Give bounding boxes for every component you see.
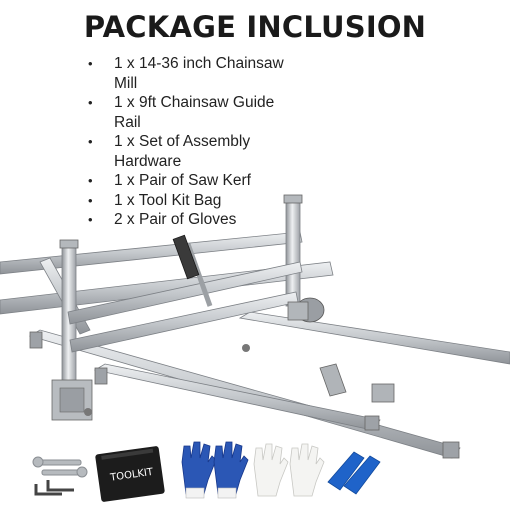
saw-kerf-icon xyxy=(327,451,381,495)
item-text: 1 x Tool Kit Bag xyxy=(114,191,222,209)
bullet: • xyxy=(88,173,93,188)
list-item: • 1 x 14-36 inch Chainsaw Mill xyxy=(88,54,284,93)
package-list: • 1 x 14-36 inch Chainsaw Mill • 1 x 9ft C… xyxy=(88,54,284,230)
list-item: • 1 x 9ft Chainsaw Guide Rail xyxy=(88,93,284,132)
glove-white-icon xyxy=(289,443,325,497)
rail-end-cap xyxy=(364,415,380,431)
mill-handle xyxy=(172,234,213,307)
rail-bracket-block xyxy=(371,383,395,403)
bullet: • xyxy=(88,134,93,149)
rail-end-cap xyxy=(94,367,108,385)
glove-blue-icon xyxy=(181,441,217,499)
item-text: 2 x Pair of Gloves xyxy=(114,211,237,228)
rail-end-cap xyxy=(29,331,43,349)
item-text: 1 x 9ft Chainsaw Guide Rail xyxy=(114,94,275,131)
bullet: • xyxy=(88,95,93,110)
post-cap xyxy=(59,239,79,249)
guide-rail-lower xyxy=(93,363,381,431)
rail-end-cap xyxy=(442,441,460,459)
glove-blue-icon xyxy=(213,441,249,499)
mill-clamp-left-inner xyxy=(59,387,85,413)
guide-rail-right xyxy=(238,311,510,365)
mill-post-right xyxy=(285,197,301,307)
hex-key-icon xyxy=(34,480,74,496)
chainsaw-mill xyxy=(0,194,510,459)
rail-bracket xyxy=(319,363,347,397)
list-item: • 1 x Tool Kit Bag xyxy=(88,191,284,211)
bolt xyxy=(242,344,250,352)
bolt xyxy=(84,408,92,416)
list-item: • 1 x Pair of Saw Kerf xyxy=(88,171,284,191)
post-cap xyxy=(283,194,303,204)
list-item: • 2 x Pair of Gloves xyxy=(88,210,284,230)
mill-beam-top xyxy=(67,261,303,325)
wrench-icon xyxy=(32,456,88,478)
toolkit-bag xyxy=(95,446,165,502)
mill-clamp-block xyxy=(287,301,309,321)
bullet: • xyxy=(88,56,93,71)
page-title: PACKAGE INCLUSION xyxy=(83,10,427,44)
list-item: • 1 x Set of Assembly Hardware xyxy=(88,132,284,171)
glove-white-icon xyxy=(253,443,289,497)
bullet: • xyxy=(88,192,93,208)
item-text: 1 x Pair of Saw Kerf xyxy=(114,172,251,189)
bullet: • xyxy=(88,212,93,227)
item-text: 1 x Set of Assembly Hardware xyxy=(114,133,251,170)
item-text: 1 x 14-36 inch Chainsaw Mill xyxy=(114,55,284,92)
accessories-row xyxy=(32,441,381,502)
